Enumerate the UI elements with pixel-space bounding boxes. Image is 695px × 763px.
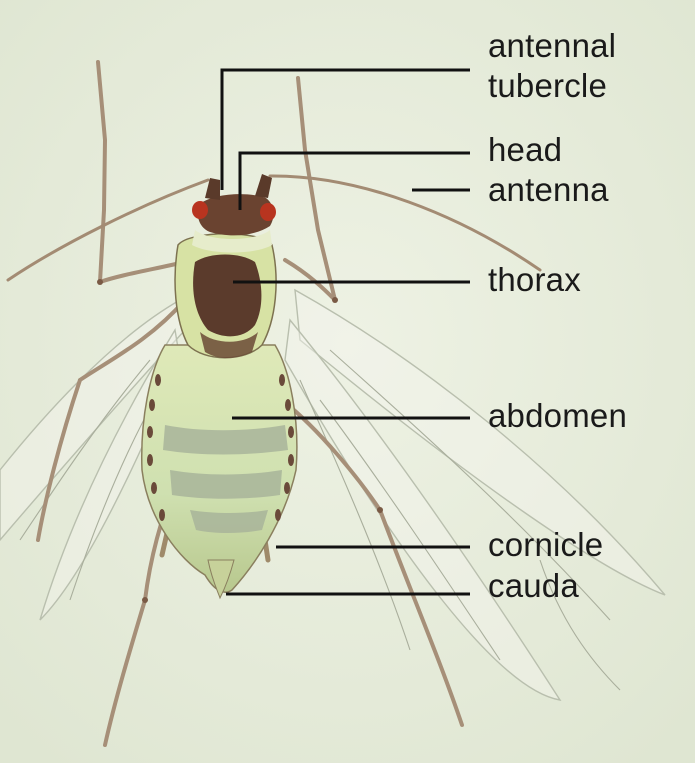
label-thorax: thorax [488,262,581,298]
right-eye [260,203,276,221]
label-antennal-tubercle-line2: tubercle [488,68,607,104]
label-cauda: cauda [488,568,579,604]
label-cornicle: cornicle [488,527,603,563]
label-head: head [488,132,562,168]
label-antenna: antenna [488,172,609,208]
label-antennal-tubercle-line1: antennal [488,28,616,64]
left-eye [192,201,208,219]
label-abdomen: abdomen [488,398,627,434]
